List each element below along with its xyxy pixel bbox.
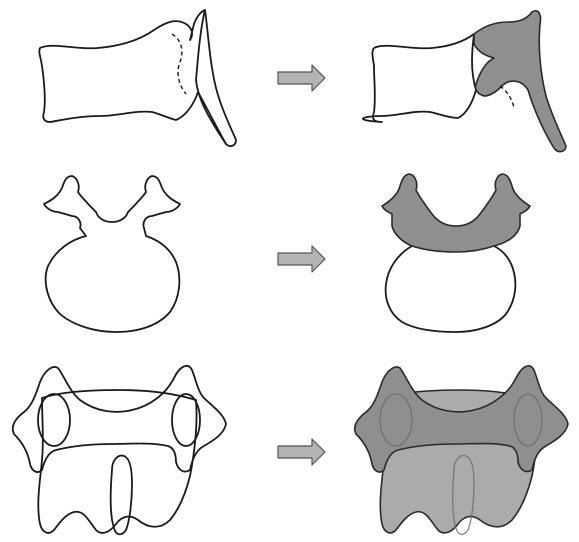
posterior-vertebrae-after (355, 366, 568, 534)
axial-vertebra-after (382, 174, 530, 332)
axial-vertebra-before (44, 176, 180, 332)
right-arrow-icon (278, 246, 325, 272)
lateral-facet-dashed-line-after (500, 86, 514, 108)
axial-shaded-posterior-arch (382, 174, 530, 252)
lateral-vertebra-after (363, 11, 566, 152)
lateral-body-outline-after (363, 34, 476, 122)
row-posterior-view (13, 366, 568, 534)
row-lateral-view (39, 10, 566, 152)
lateral-process-inner (196, 10, 226, 144)
row-axial-view (44, 174, 530, 332)
lateral-body-outline (39, 10, 236, 146)
axial-body-outline (386, 246, 516, 332)
right-arrow-icon (278, 65, 325, 91)
right-arrow-icon (278, 439, 325, 465)
lateral-shaded-posterior-elements (474, 11, 566, 152)
posterior-spinous-process (111, 456, 132, 535)
lateral-facet-dashed-line (172, 34, 186, 94)
posterior-vertebrae-before (13, 366, 226, 534)
lateral-vertebra-before (39, 10, 236, 146)
axial-outline (44, 176, 180, 332)
